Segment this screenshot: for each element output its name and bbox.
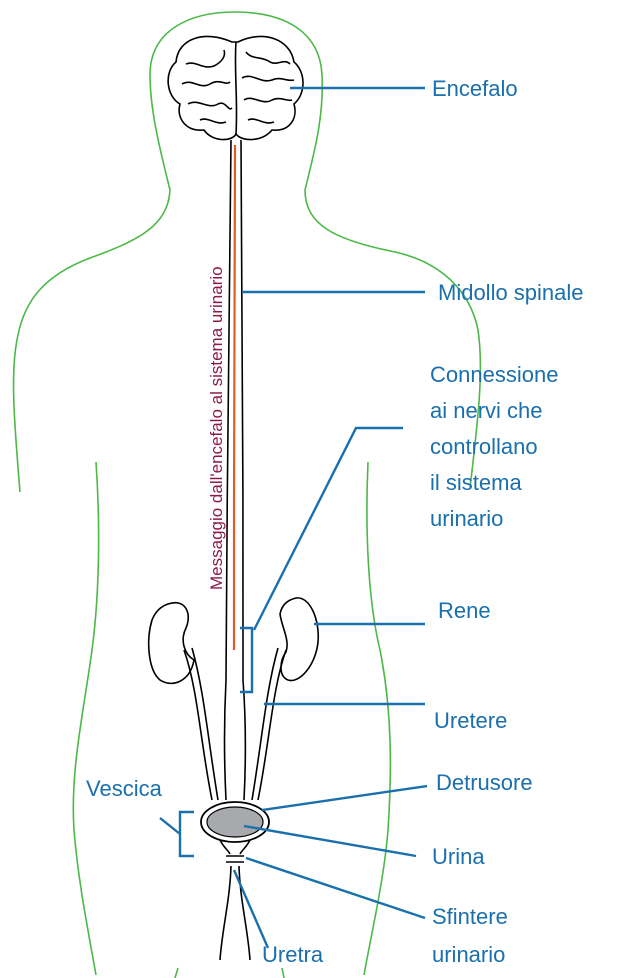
ureters	[184, 648, 286, 800]
spinal-cord	[226, 140, 243, 680]
urethra-right	[239, 866, 250, 960]
bracket-vescica	[160, 812, 194, 856]
label-connessione-line-4: il sistema	[430, 470, 522, 495]
label-connessione-line-3: controllano	[430, 434, 538, 459]
leader-uretra	[234, 870, 268, 948]
label-connessione-line-2: ai nervi che	[430, 398, 543, 423]
nerve-signal-path	[234, 145, 235, 650]
leader-connessione	[254, 428, 403, 630]
right-ureter-inner	[252, 648, 278, 800]
label-connessione: Connessione ai nervi che controllano il …	[430, 362, 558, 531]
label-connessione-line-5: urinario	[430, 506, 503, 531]
label-urina: Urina	[432, 844, 485, 869]
label-encefalo: Encefalo	[432, 76, 518, 101]
label-uretere: Uretere	[434, 708, 507, 733]
brain	[168, 36, 303, 139]
label-sfintere: Sfintere urinario	[432, 904, 508, 967]
urethra-left	[220, 866, 231, 960]
urethra	[220, 866, 250, 960]
leg-gap-right	[282, 968, 284, 978]
label-detrusore: Detrusore	[436, 770, 533, 795]
leader-lines	[160, 88, 427, 948]
message-label: Messaggio dall'encefalo al sistema urina…	[207, 266, 226, 590]
label-sfintere-line-1: Sfintere	[432, 904, 508, 929]
leader-sfintere	[246, 858, 425, 918]
cord-tail-right	[243, 680, 245, 800]
bracket-connessione	[240, 628, 252, 692]
cord-tail-left	[225, 680, 227, 800]
left-torso-outline	[73, 462, 98, 975]
left-kidney	[149, 603, 194, 684]
urine	[207, 807, 263, 837]
left-ureter-inner	[192, 648, 218, 800]
leader-urina	[244, 826, 416, 856]
leg-gap-left	[175, 968, 178, 978]
label-uretra: Uretra	[262, 942, 324, 967]
label-midollo-spinale: Midollo spinale	[438, 280, 584, 305]
leader-detrusore	[262, 786, 427, 810]
spinal-cord-right-edge	[241, 140, 243, 680]
label-vescica: Vescica	[86, 776, 163, 801]
label-connessione-line-1: Connessione	[430, 362, 558, 387]
label-rene: Rene	[438, 598, 491, 623]
spinal-cord-left-edge	[226, 140, 231, 680]
label-sfintere-line-2: urinario	[432, 942, 505, 967]
bladder	[201, 802, 269, 862]
right-kidney	[280, 598, 318, 681]
